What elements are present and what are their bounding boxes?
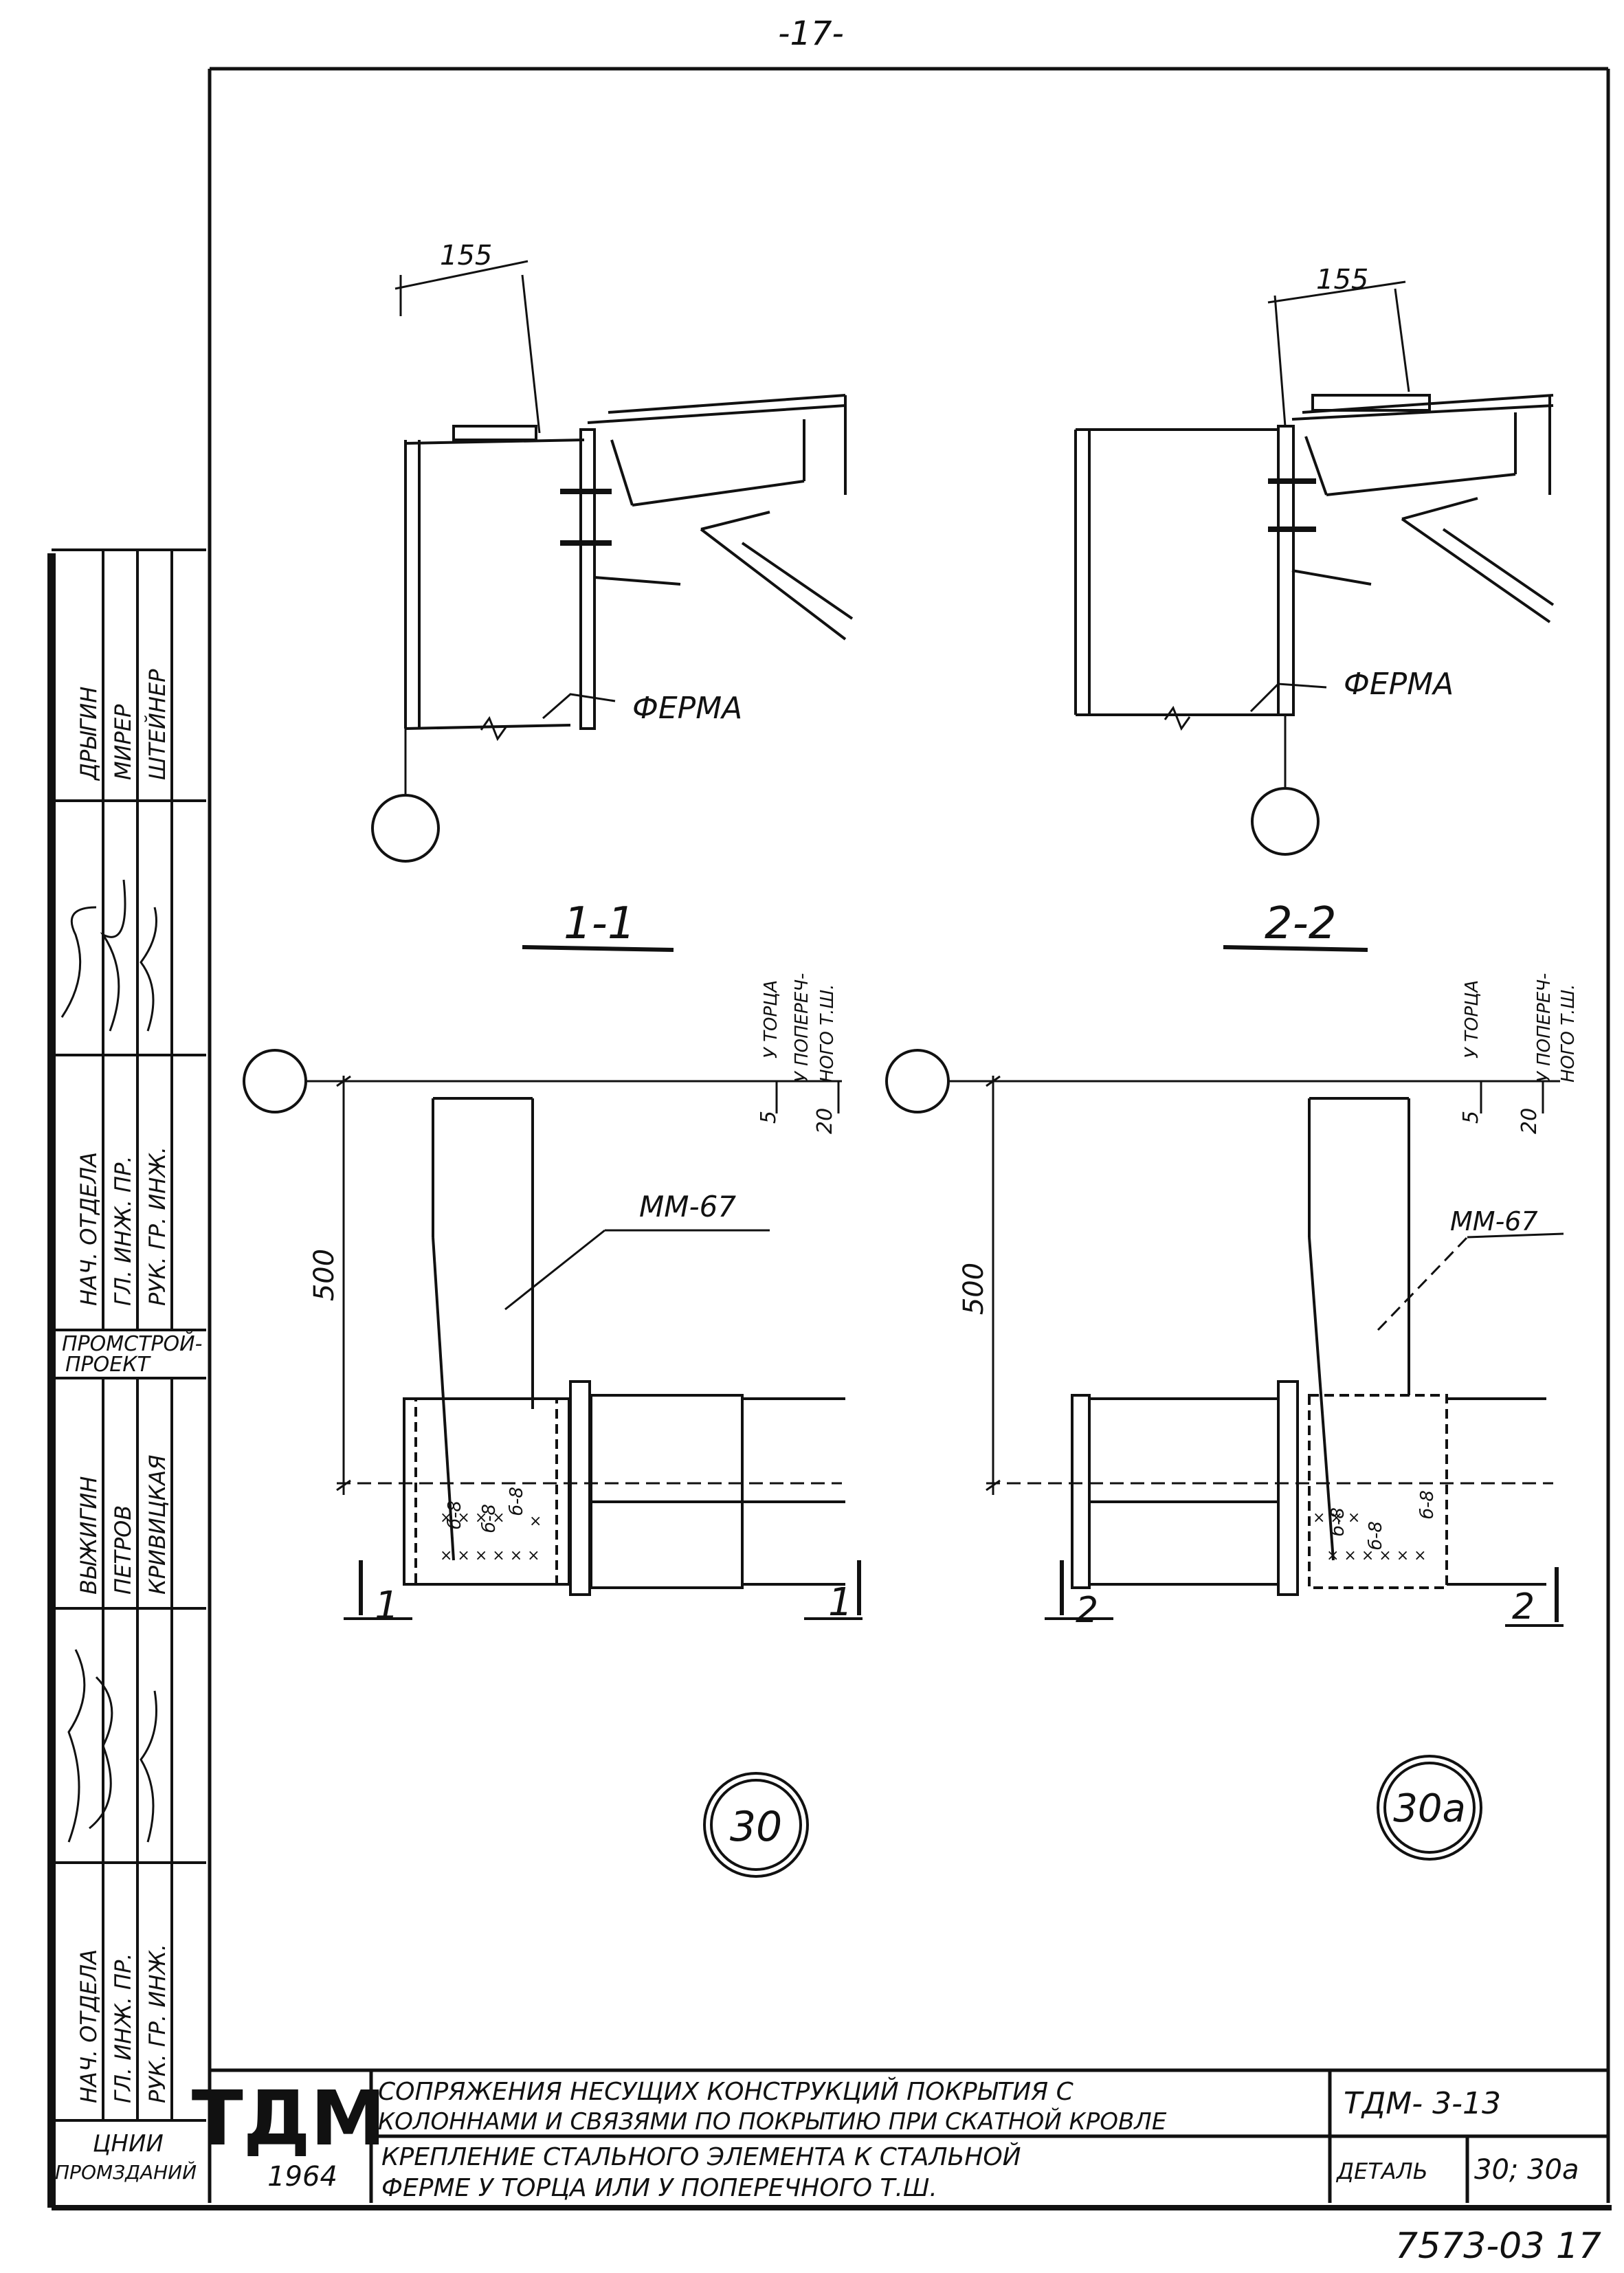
label-cross-right-1: У ПОПЕРЕЧ-: [1534, 973, 1555, 1083]
series-code: ТДМ- 3-13: [1344, 2086, 1501, 2121]
stamp-upper-name-2: МИРЕР: [110, 704, 136, 780]
plan-30-element: ММ-67: [639, 1190, 736, 1223]
label-cross-left-1: У ПОПЕРЕЧ-: [792, 973, 812, 1083]
plan-30-weld-3: б-8: [507, 1487, 527, 1516]
dimension-155-right: 155: [1316, 264, 1368, 296]
plan-30a-weld-3: б-8: [1417, 1490, 1438, 1519]
stamp-upper-org: ПРОМСТРОЙ-: [62, 1331, 202, 1356]
stamp-upper-signatures: [60, 879, 157, 1032]
stamp-upper-name-3: ШТЕЙНЕР: [144, 669, 170, 780]
detail-number-30: 30: [730, 1803, 782, 1851]
plan-30-cut-left: 1: [375, 1584, 399, 1628]
plan-30a-weld-2: б-8: [1366, 1521, 1386, 1550]
sheet-code: 7573-03 17: [1395, 2226, 1601, 2267]
stamp-lower-name-1: ВЫЖИГИН: [76, 1476, 102, 1595]
label-cross-left-2: НОГО Т.Ш.: [817, 984, 838, 1083]
svg-text:×: ×: [529, 1513, 542, 1530]
page-number: -17-: [778, 14, 844, 53]
section-title-1-1: 1-1: [564, 898, 636, 949]
plan-30-height: 500: [309, 1249, 340, 1301]
stamp-lower-org-1: ЦНИИ: [93, 2130, 164, 2158]
svg-text:× × × × × ×: × × × × × ×: [1326, 1547, 1427, 1564]
section-1-1: [371, 260, 854, 952]
weld-marks-30: × × × × × × × × × × ×: [440, 1509, 542, 1564]
detail-label: ДЕТАЛЬ: [1335, 2158, 1428, 2184]
stamp-upper-role-3: РУК. ГР. ИНЖ.: [144, 1146, 170, 1306]
weld-marks-30a: × × × × × × × × ×: [1313, 1509, 1427, 1564]
plan-30a-height: 500: [958, 1263, 990, 1315]
plan-30-weld-2: б-8: [479, 1504, 500, 1533]
plan-30a-dim-20: 20: [1517, 1108, 1542, 1134]
stamp-lower-signatures: [67, 1649, 157, 1843]
dimension-155-left: 155: [440, 240, 492, 271]
section-2-2: [1074, 280, 1555, 952]
stamp-lower-org-2: ПРОМЗДАНИЙ: [55, 2160, 197, 2184]
stamp-lower-role-1: НАЧ. ОТДЕЛА: [76, 1949, 102, 2103]
title-line-1: СОПРЯЖЕНИЯ НЕСУЩИХ КОНСТРУКЦИЙ ПОКРЫТИЯ …: [378, 2077, 1074, 2106]
sheet-frame: [47, 67, 1612, 2210]
stamp-upper-org-2: ПРОЕКТ: [65, 1353, 152, 1377]
stamp-lower-name-2: ПЕТРОВ: [110, 1505, 136, 1595]
label-end-right: У ТОРЦА: [1462, 980, 1482, 1058]
side-stamp: [52, 548, 206, 2122]
label-ferma-left: ФЕРМА: [632, 691, 742, 726]
plan-30-cut-right: 1: [828, 1580, 853, 1625]
plan-30a-element: ММ-67: [1450, 1206, 1538, 1237]
title-block: [210, 2068, 1608, 2203]
plan-30-dim-20: 20: [813, 1108, 837, 1134]
stamp-upper-name-1: ДРЫГИН: [76, 687, 102, 781]
plan-30-weld-1: б-8: [445, 1500, 465, 1529]
plan-30: [243, 1049, 863, 1878]
title-year: 1964: [267, 2161, 337, 2193]
detail-numbers: 30; 30а: [1474, 2154, 1579, 2186]
plan-30a-weld-1: б-8: [1328, 1507, 1348, 1536]
svg-text:× × × ×: × × × ×: [440, 1509, 505, 1527]
plan-30a-cut-right: 2: [1512, 1586, 1535, 1628]
detail-number-30a: 30а: [1393, 1786, 1466, 1831]
stamp-lower-role-2: ГЛ. ИНЖ. ПР.: [110, 1953, 136, 2103]
svg-text:× × × × × ×: × × × × × ×: [440, 1547, 540, 1564]
logo-tdm: ТДМ: [192, 2074, 386, 2162]
stamp-lower-name-3: КРИВИЦКАЯ: [144, 1454, 170, 1595]
label-end-left: У ТОРЦА: [761, 980, 781, 1058]
plan-30a-dim-5: 5: [1459, 1111, 1483, 1124]
stamp-upper-role-1: НАЧ. ОТДЕЛА: [76, 1152, 102, 1306]
stamp-lower-role-3: РУК. ГР. ИНЖ.: [144, 1944, 170, 2103]
title-line-2: КОЛОННАМИ И СВЯЗЯМИ ПО ПОКРЫТИЮ ПРИ СКАТ…: [378, 2107, 1167, 2136]
label-cross-right-2: НОГО Т.Ш.: [1558, 984, 1579, 1083]
subtitle-line-1: КРЕПЛЕНИЕ СТАЛЬНОГО ЭЛЕМЕНТА К СТАЛЬНОЙ: [381, 2142, 1021, 2171]
plan-30a: [885, 1049, 1564, 1861]
plan-30-dim-5: 5: [757, 1111, 781, 1124]
label-ferma-right: ФЕРМА: [1344, 667, 1454, 702]
svg-text:× × ×: × × ×: [1313, 1509, 1360, 1527]
stamp-upper-role-2: ГЛ. ИНЖ. ПР.: [110, 1155, 136, 1306]
subtitle-line-2: ФЕРМЕ У ТОРЦА ИЛИ У ПОПЕРЕЧНОГО Т.Ш.: [381, 2174, 937, 2202]
plan-30a-cut-left: 2: [1076, 1590, 1098, 1631]
section-title-2-2: 2-2: [1265, 898, 1337, 949]
